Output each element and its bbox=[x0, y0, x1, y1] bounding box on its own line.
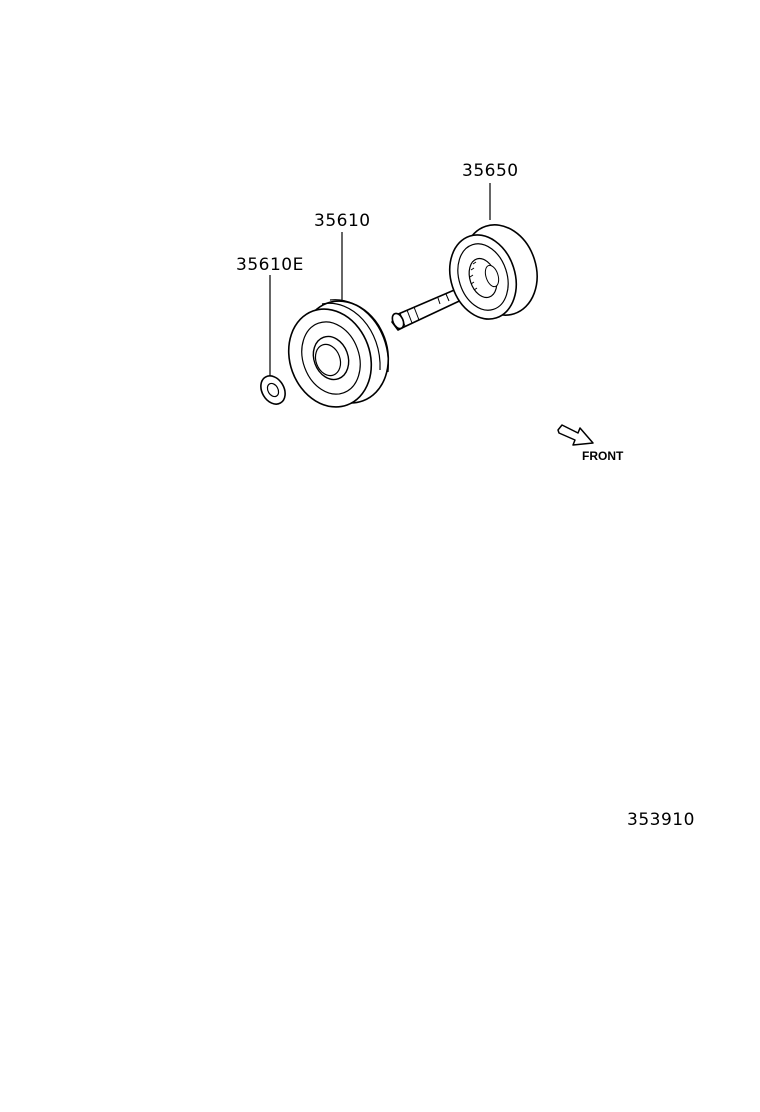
direction-arrow-icon bbox=[557, 424, 594, 446]
clutch-drum-with-shaft-icon bbox=[391, 224, 538, 331]
part-number-35650: 35650 bbox=[462, 161, 519, 181]
part-number-35610e: 35610E bbox=[236, 255, 304, 275]
diagram-reference-number: 353910 bbox=[627, 810, 695, 830]
piston-ring-gear-icon bbox=[287, 299, 390, 408]
washer-icon bbox=[260, 375, 286, 405]
front-indicator-label: FRONT bbox=[582, 449, 624, 463]
part-number-35610: 35610 bbox=[314, 211, 371, 231]
